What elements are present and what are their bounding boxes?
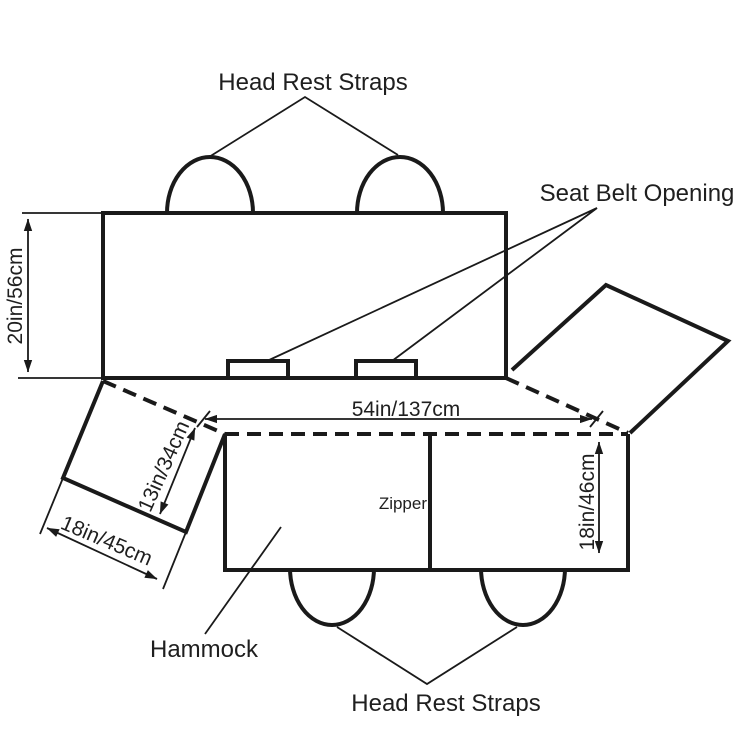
dim-13in-line — [159, 427, 196, 515]
dim-18-45-line — [46, 527, 158, 580]
label-head-rest-straps-top: Head Rest Straps — [218, 69, 407, 96]
leader-head-rest-top — [208, 95, 399, 158]
side-flap-left-outline — [60, 380, 227, 535]
dim-text-18in-45cm: 18in/45cm — [57, 512, 155, 571]
leader-head-rest-bottom — [336, 626, 518, 686]
seat-belt-opening-left — [226, 359, 290, 380]
label-head-rest-straps-bottom: Head Rest Straps — [351, 690, 540, 717]
leader-seat-belt-opening — [266, 207, 598, 362]
side-flap-right-outline — [510, 282, 732, 435]
dim-text-13in-34cm: 13in/34cm — [134, 417, 194, 515]
side-flap-left-fold-line — [102, 379, 226, 436]
dim-text-20in-56cm: 20in/56cm — [4, 248, 27, 345]
dim-text-54in-137cm: 54in/137cm — [352, 398, 461, 421]
seat-belt-opening-right — [354, 359, 418, 380]
leader-hammock — [204, 526, 282, 635]
dim-18-45-extension-left — [39, 477, 64, 535]
back-panel-outline — [101, 211, 508, 380]
head-rest-strap-bottom-right — [479, 567, 567, 627]
dim-54in-tick-right — [589, 410, 604, 428]
dim-text-18in-46cm: 18in/46cm — [576, 454, 599, 551]
head-rest-strap-top-left — [165, 155, 255, 214]
head-rest-strap-bottom-left — [288, 567, 376, 627]
dim-54in-tick-left — [196, 410, 211, 428]
seat-panel-outline — [223, 434, 630, 572]
side-flap-right-fold-line — [505, 376, 629, 435]
label-zipper: Zipper — [379, 494, 428, 513]
label-seat-belt-opening: Seat Belt Opening — [540, 180, 735, 207]
head-rest-strap-top-right — [355, 155, 445, 214]
dim-18-45-extension-right — [162, 531, 187, 590]
label-hammock: Hammock — [150, 636, 259, 663]
